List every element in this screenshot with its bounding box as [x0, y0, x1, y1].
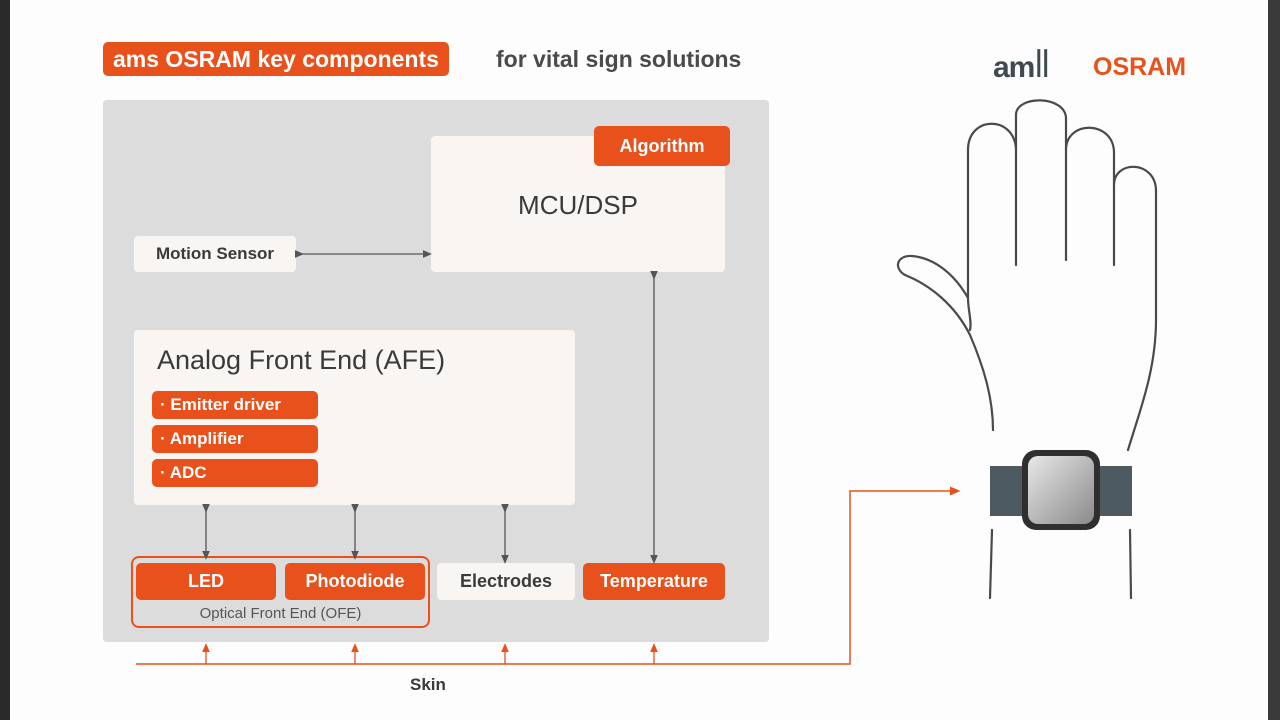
afe-item-adc: · ADC — [152, 459, 318, 487]
algorithm-badge: Algorithm — [594, 126, 730, 166]
watch-icon — [990, 450, 1132, 530]
skin-line — [136, 486, 961, 665]
skin-label: Skin — [410, 675, 446, 694]
title-highlight: ams OSRAM key components — [103, 42, 449, 76]
mcu-label: MCU/DSP — [518, 190, 638, 220]
afe-title: Analog Front End (AFE) — [157, 345, 446, 375]
temperature-box: Temperature — [583, 563, 725, 600]
ofe-frame — [131, 556, 430, 628]
hand-illustration — [896, 99, 1158, 600]
window-edge — [1268, 0, 1280, 720]
ofe-label: Optical Front End (OFE) — [199, 605, 362, 622]
title-rest: for vital sign solutions — [496, 46, 742, 72]
motion-sensor-box: Motion Sensor — [134, 236, 296, 272]
logo-osram: OSRAM — [1093, 53, 1187, 81]
photodiode-box: Photodiode — [285, 563, 425, 600]
electrodes-box: Electrodes — [437, 563, 575, 600]
afe-item-amplifier: · Amplifier — [152, 425, 318, 453]
led-box: LED — [136, 563, 276, 600]
afe-item-emitter-driver: · Emitter driver — [152, 391, 318, 419]
logo-ams: amꟾꟾ — [993, 51, 1050, 84]
